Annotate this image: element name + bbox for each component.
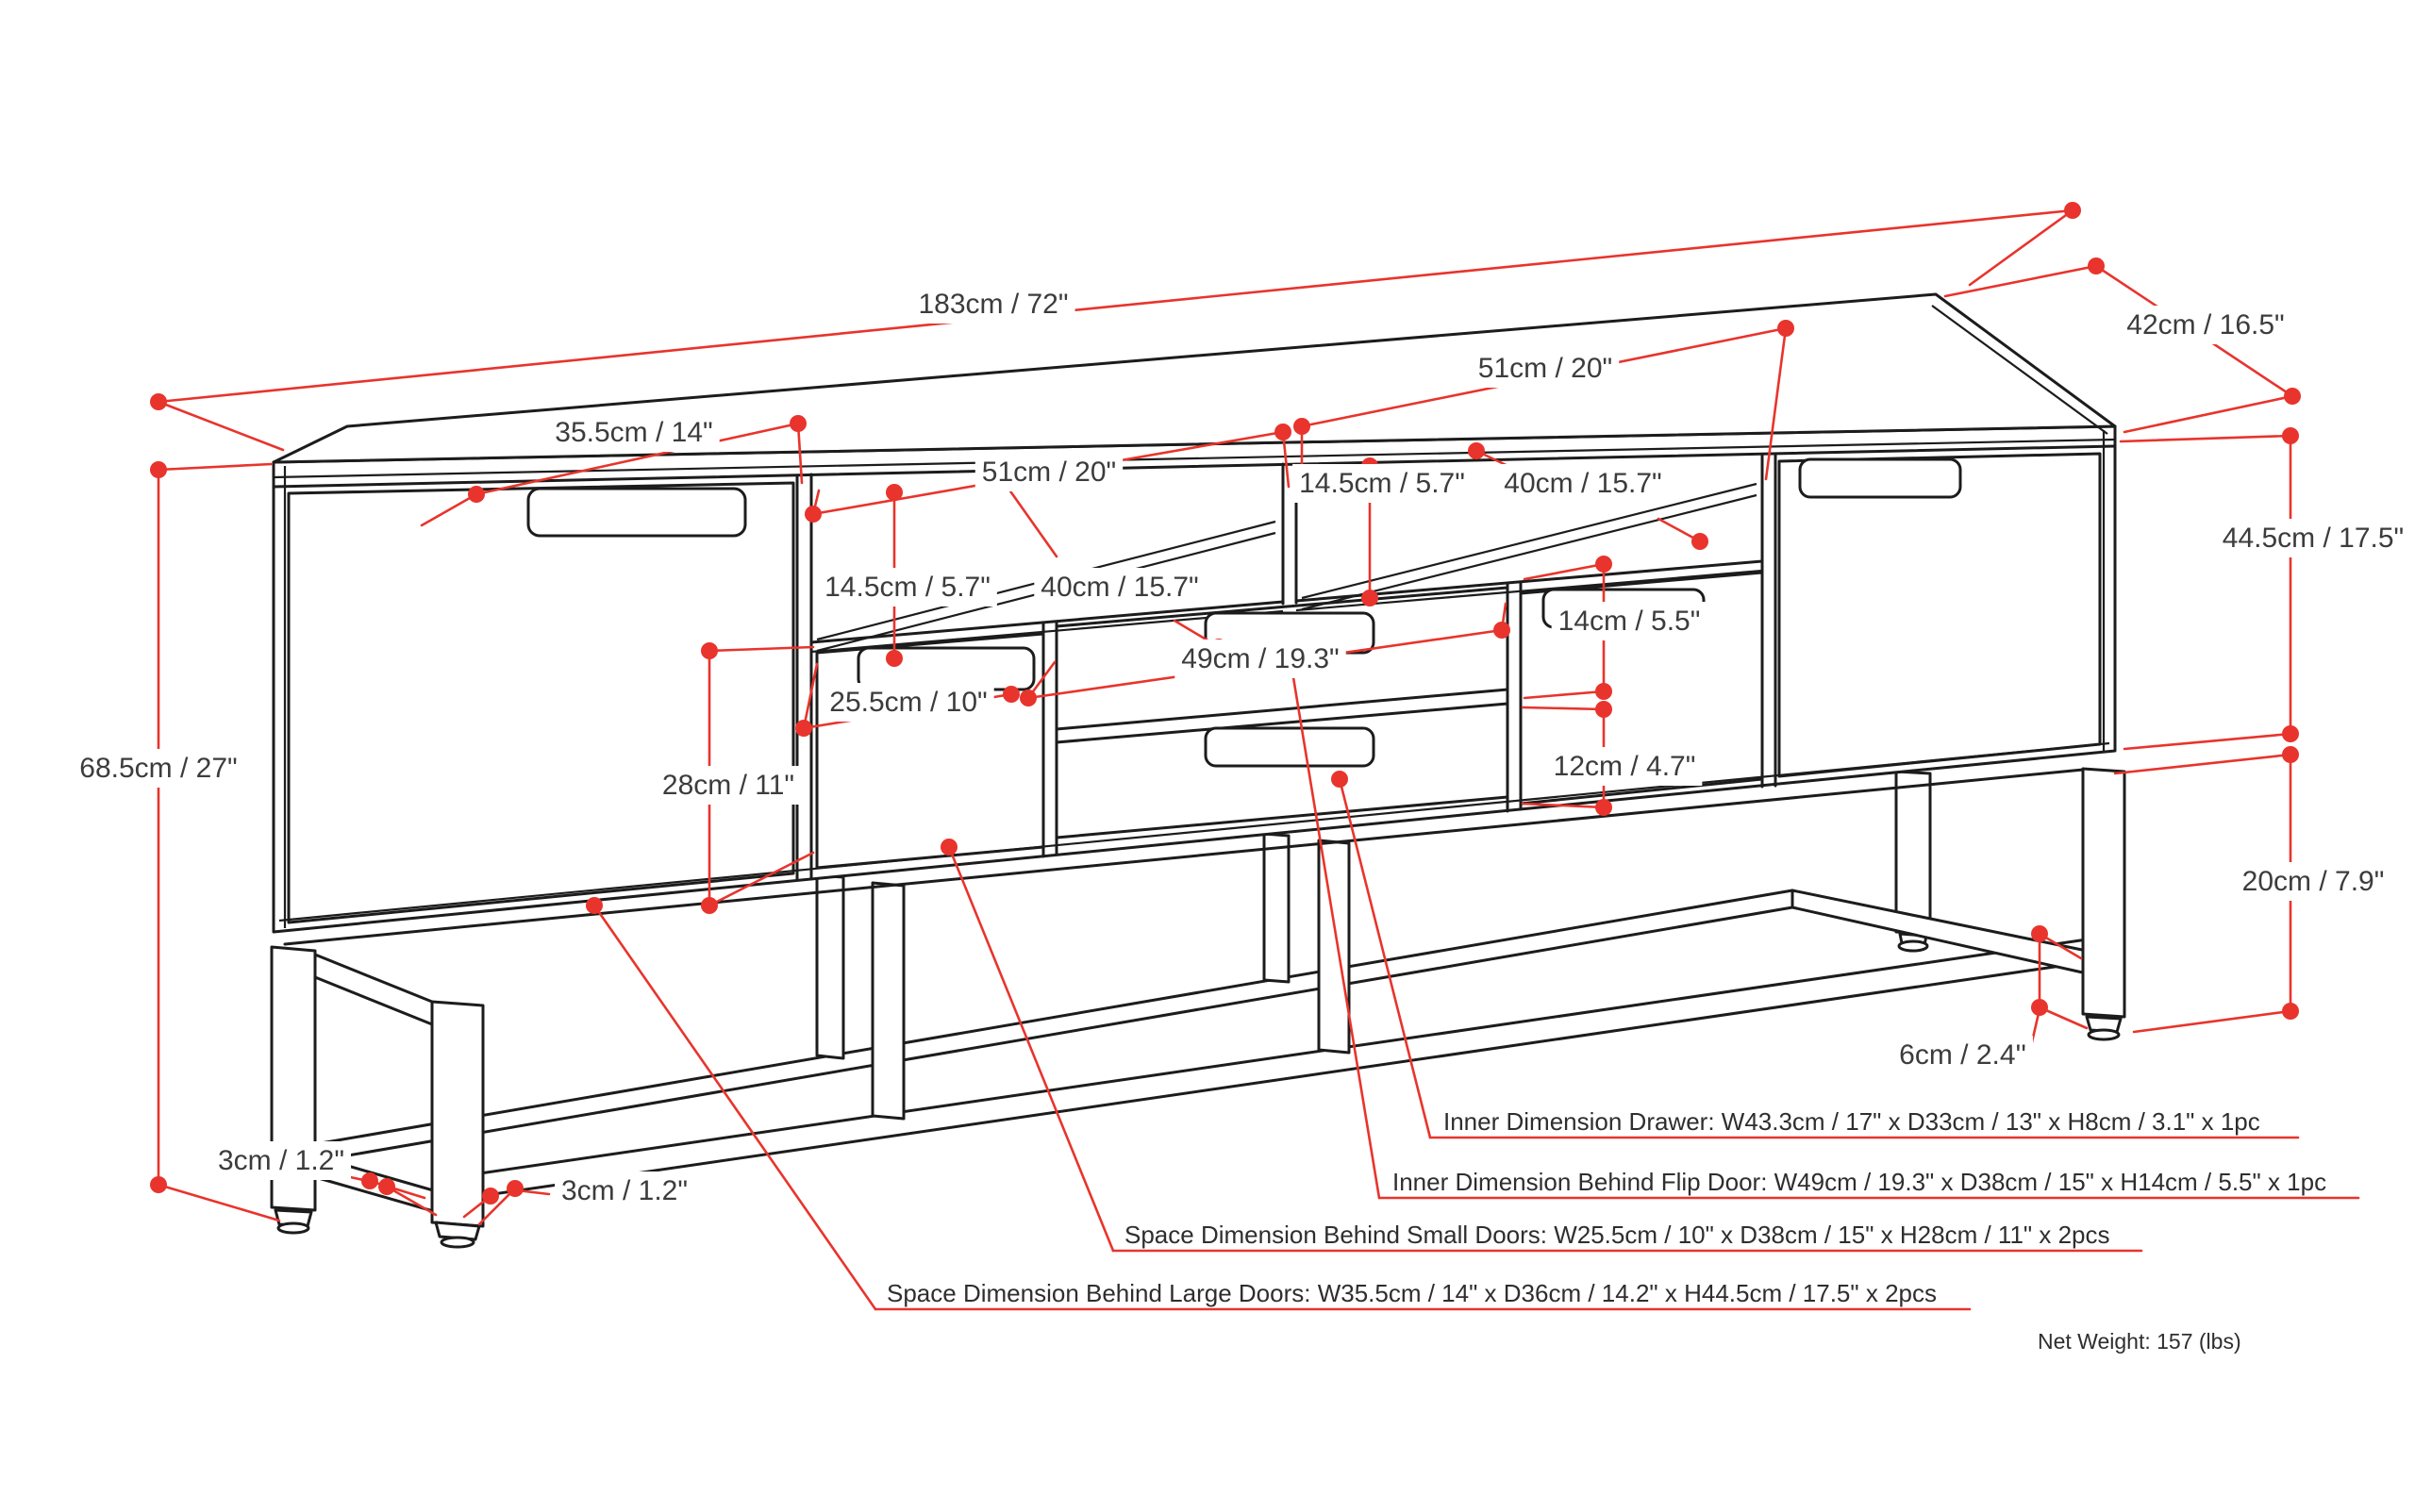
dim-overall-width [150, 202, 2081, 452]
label-foot-left: 3cm / 1.2" [218, 1145, 344, 1176]
label-shelf-left-width: 51cm / 20" [982, 457, 1116, 488]
labels: 183cm / 72" 42cm / 16.5" 51cm / 20" 51cm… [79, 289, 2404, 1354]
label-flip-door-width: 49cm / 19.3" [1181, 643, 1339, 674]
small-door-left [815, 632, 1045, 870]
label-flip-door-height: 14cm / 5.5" [1558, 606, 1701, 637]
base-left-top-rail [313, 953, 434, 1026]
band-line [272, 444, 2117, 489]
label-shelf-right-height: 14.5cm / 5.7" [1299, 468, 1465, 499]
base-mid-back-leg-2 [1262, 832, 1291, 984]
label-drawer-height: 12cm / 4.7" [1554, 751, 1696, 782]
cabinet [272, 292, 2117, 946]
base-left-back-leg [270, 945, 317, 1235]
note-flip-door: Inner Dimension Behind Flip Door: W49cm … [1392, 1168, 2326, 1196]
label-large-door-height: 44.5cm / 17.5" [2223, 523, 2404, 554]
small-door-right [1519, 571, 1764, 806]
label-small-door-width: 25.5cm / 10" [829, 687, 987, 718]
note-leader-drawer [1331, 771, 2300, 1139]
top-right-edge-inner [1931, 305, 2108, 435]
label-top-depth: 42cm / 16.5" [2126, 309, 2284, 341]
label-shelf-left-depth: 40cm / 15.7" [1041, 572, 1198, 603]
note-drawer: Inner Dimension Drawer: W43.3cm / 17" x … [1443, 1107, 2260, 1136]
note-large-doors: Space Dimension Behind Large Doors: W35.… [887, 1279, 1937, 1307]
label-foot-height: 6cm / 2.4'' [1899, 1039, 2026, 1071]
base-left-front-leg [430, 1000, 485, 1249]
dim-foot-right [462, 1180, 551, 1226]
tv-stand-drawing [270, 292, 2126, 1249]
large-door-right [1777, 452, 2102, 778]
label-shelf-left-height: 14.5cm / 5.7" [824, 572, 991, 603]
label-shelf-right-width: 51cm / 20" [1478, 353, 1612, 384]
center-drawer [1055, 702, 1509, 839]
dim-large-door-width [420, 415, 807, 527]
net-weight: Net Weight: 157 (lbs) [2038, 1329, 2241, 1354]
note-leader-large-doors [586, 897, 1972, 1311]
handle-center-drawer [1204, 726, 1375, 768]
handle-large-door-left [526, 487, 747, 538]
label-small-door-height: 28cm / 11" [662, 770, 794, 801]
label-shelf-right-depth: 40cm / 15.7" [1504, 468, 1661, 499]
label-backgrounds [73, 285, 2411, 1210]
base-mid-back-leg-1 [815, 873, 845, 1060]
base-frame [270, 767, 2126, 1249]
dim-large-door-height [2119, 427, 2299, 751]
underside-line [283, 768, 2085, 946]
dim-drawer-height [1521, 701, 1612, 816]
base-right-front-leg [2081, 767, 2126, 1041]
dim-shelf-left-height [886, 484, 903, 667]
note-small-doors: Space Dimension Behind Small Doors: W25.… [1124, 1221, 2110, 1249]
handle-large-door-right [1798, 457, 1962, 499]
base-mid-front-leg-2 [1317, 839, 1351, 1055]
label-large-door-width: 35.5cm / 14" [555, 417, 712, 448]
base-right-back-leg [1894, 770, 1932, 953]
dim-foot-left [340, 1172, 438, 1217]
dim-total-height [150, 461, 281, 1222]
note-leader-small-doors [941, 839, 2143, 1253]
label-overall-width: 183cm / 72" [918, 289, 1068, 320]
dim-foot-height [2026, 925, 2089, 1060]
label-foot-right: 3cm / 1.2" [561, 1175, 688, 1206]
base-mid-front-leg-1 [871, 881, 906, 1121]
label-leg-height: 20cm / 7.9" [2242, 866, 2385, 897]
cabinet-top-face [272, 292, 2117, 464]
label-total-height: 68.5cm / 27" [79, 753, 237, 784]
large-door-left [287, 481, 795, 924]
